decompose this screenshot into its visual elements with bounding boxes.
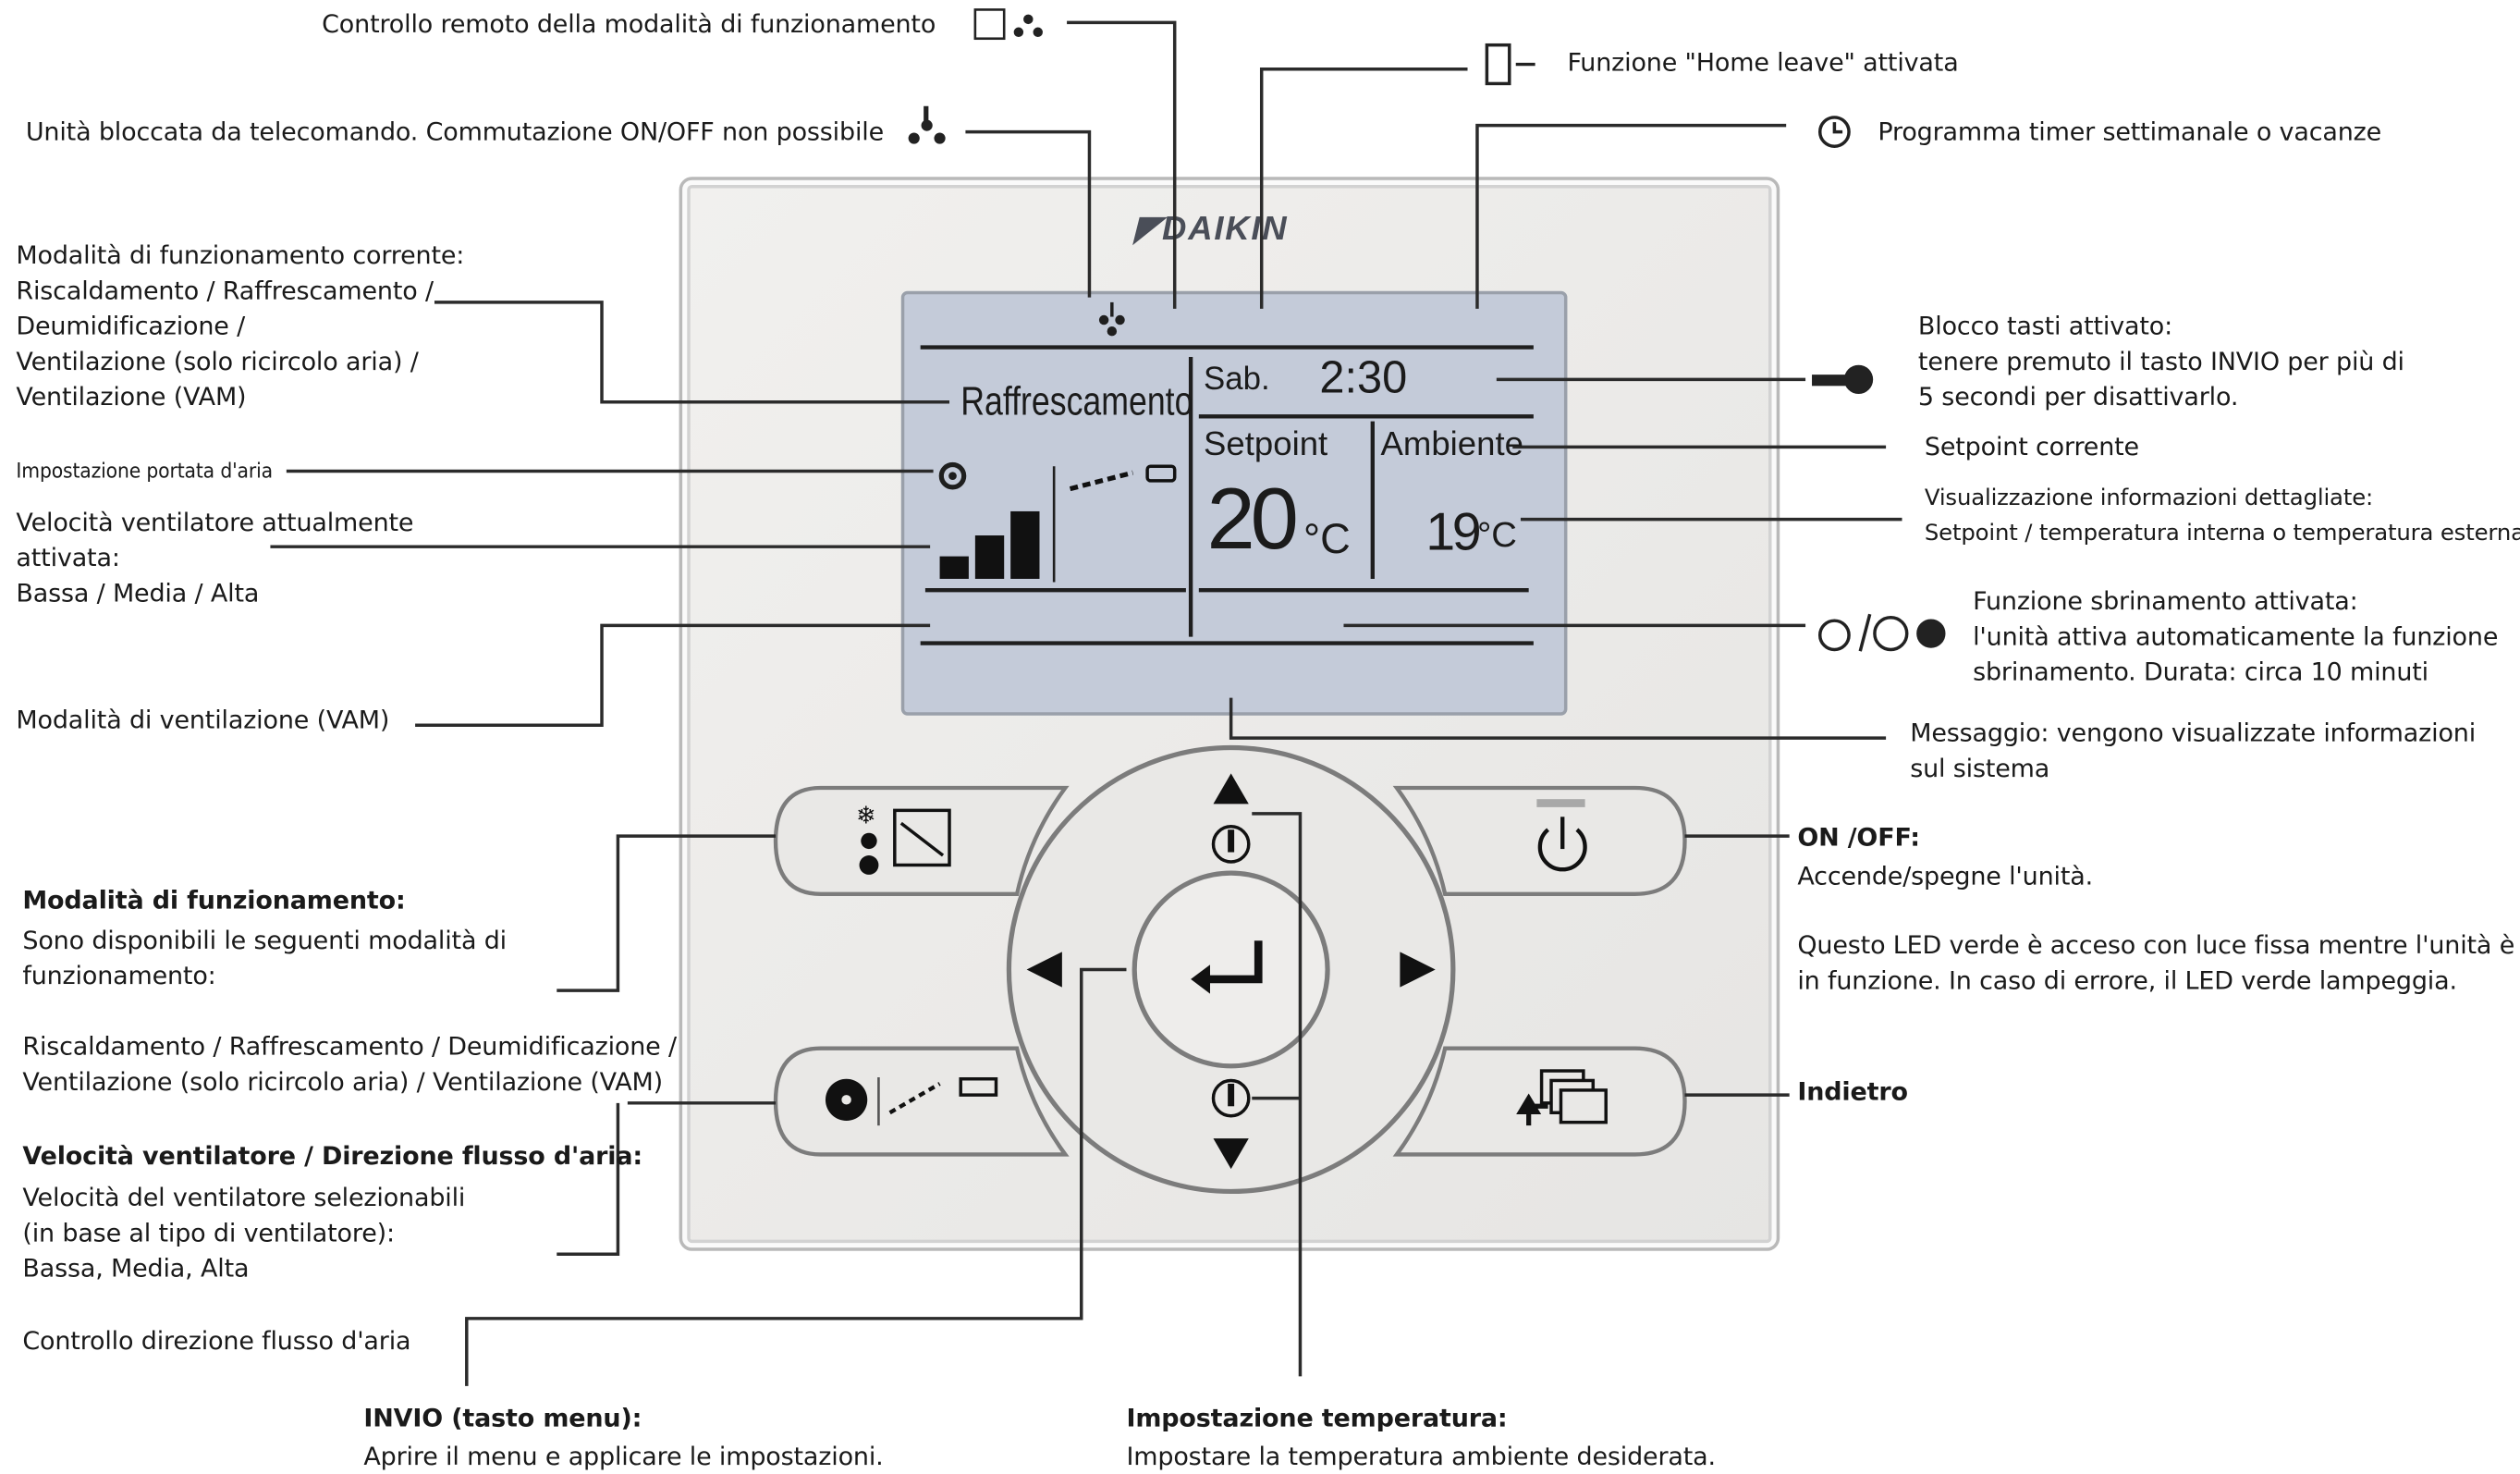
label-airflow-direction: Controllo direzione flusso d'aria bbox=[22, 1326, 411, 1356]
label-defrost: Funzione sbrinamento attivata: l'unità a… bbox=[1973, 586, 2499, 687]
label-fan-direction-body: Velocità del ventilatore selezionabili (… bbox=[22, 1183, 466, 1284]
label-detail-info: Visualizzazione informazioni dettagliate… bbox=[1924, 485, 2520, 547]
mode-button-shape[interactable] bbox=[773, 785, 1070, 896]
lcd-ambient-label: Ambiente bbox=[1380, 425, 1523, 463]
thermometer-down-icon bbox=[1211, 1078, 1251, 1118]
remote-lock-lcd-icon bbox=[1098, 301, 1125, 337]
enter-button-shape[interactable] bbox=[1132, 870, 1330, 1069]
lcd-setpoint-unit: °C bbox=[1303, 514, 1351, 563]
label-led: Questo LED verde è acceso con luce fissa… bbox=[1797, 930, 2515, 996]
label-timer: Programma timer settimanale o vacanze bbox=[1878, 117, 2382, 147]
label-current-setpoint: Setpoint corrente bbox=[1924, 432, 2139, 462]
label-vam-mode: Modalità di ventilazione (VAM) bbox=[16, 706, 390, 735]
fan-speed-icon bbox=[825, 1076, 998, 1126]
label-back: Indietro bbox=[1797, 1076, 1908, 1107]
fan-lcd-icon bbox=[938, 461, 967, 490]
label-temp-body: Impostare la temperatura ambiente deside… bbox=[1126, 1442, 1716, 1472]
label-onoff-body: Accende/spegne l'unità. bbox=[1797, 861, 2094, 891]
label-fan-direction-title: Velocità ventilatore / Direzione flusso … bbox=[22, 1141, 643, 1171]
leader-lines bbox=[270, 20, 1902, 1386]
down-arrow-icon[interactable] bbox=[1213, 1138, 1249, 1170]
up-arrow-icon[interactable] bbox=[1213, 773, 1249, 805]
enter-arrowhead-icon bbox=[1191, 964, 1211, 994]
lcd-ambient-unit: °C bbox=[1476, 514, 1517, 555]
lcd-day: Sab. bbox=[1204, 362, 1270, 398]
label-locked: Unità bloccata da telecomando. Commutazi… bbox=[25, 117, 885, 147]
label-fan-speed: Velocità ventilatore attualmente attivat… bbox=[16, 508, 414, 608]
lcd-setpoint-label: Setpoint bbox=[1204, 425, 1328, 463]
mode-icon: ❄ bbox=[856, 802, 951, 875]
fan-button-shape[interactable] bbox=[773, 1046, 1070, 1157]
defrost-icon bbox=[1817, 613, 1946, 652]
lcd-time: 2:30 bbox=[1319, 351, 1408, 402]
label-operation-mode-list: Riscaldamento / Raffrescamento / Deumidi… bbox=[22, 1032, 677, 1097]
label-current-mode: Modalità di funzionamento corrente: Risc… bbox=[16, 240, 465, 412]
timer-icon bbox=[1817, 116, 1851, 148]
right-arrow-icon[interactable] bbox=[1400, 952, 1436, 988]
label-remote-control: Controllo remoto della modalità di funzi… bbox=[322, 9, 936, 39]
label-operation-mode-title: Modalità di funzionamento: bbox=[22, 886, 406, 915]
label-temp-title: Impostazione temperatura: bbox=[1126, 1403, 1508, 1433]
lcd-grid bbox=[920, 345, 1534, 645]
remote-mode-icon bbox=[973, 8, 1043, 41]
airflow-direction-lcd-icon bbox=[1069, 464, 1177, 492]
label-enter-title: INVIO (tasto menu): bbox=[363, 1403, 642, 1433]
label-operation-mode-body: Sono disponibili le seguenti modalità di… bbox=[22, 926, 507, 991]
key-icon bbox=[1812, 364, 1874, 395]
fan-speed-bars bbox=[939, 510, 1040, 579]
lcd-setpoint-value: 20 bbox=[1206, 471, 1299, 568]
label-key-lock: Blocco tasti attivato: tenere premuto il… bbox=[1917, 312, 2404, 412]
label-message: Messaggio: vengono visualizzate informaz… bbox=[1910, 719, 2477, 783]
svg-text:❄: ❄ bbox=[856, 802, 876, 829]
label-home-leave: Funzione "Home leave" attivata bbox=[1567, 48, 1959, 78]
daikin-logo: ◤DAIKIN bbox=[1134, 210, 1289, 248]
home-leave-icon bbox=[1485, 43, 1535, 86]
label-airflow-setting: Impostazione portata d'aria bbox=[16, 460, 273, 485]
enter-icon bbox=[1204, 940, 1263, 984]
power-icon bbox=[1536, 799, 1587, 872]
label-onoff-title: ON /OFF: bbox=[1797, 823, 1920, 853]
left-arrow-icon[interactable] bbox=[1026, 952, 1062, 988]
back-icon bbox=[1516, 1069, 1608, 1126]
thermometer-up-icon bbox=[1211, 825, 1251, 864]
lcd-ambient-value: 19 bbox=[1425, 501, 1481, 561]
lcd-mode-text: Raffrescamento bbox=[960, 379, 1193, 425]
label-enter-body: Aprire il menu e applicare le impostazio… bbox=[363, 1442, 884, 1472]
lock-remote-icon bbox=[908, 105, 946, 144]
